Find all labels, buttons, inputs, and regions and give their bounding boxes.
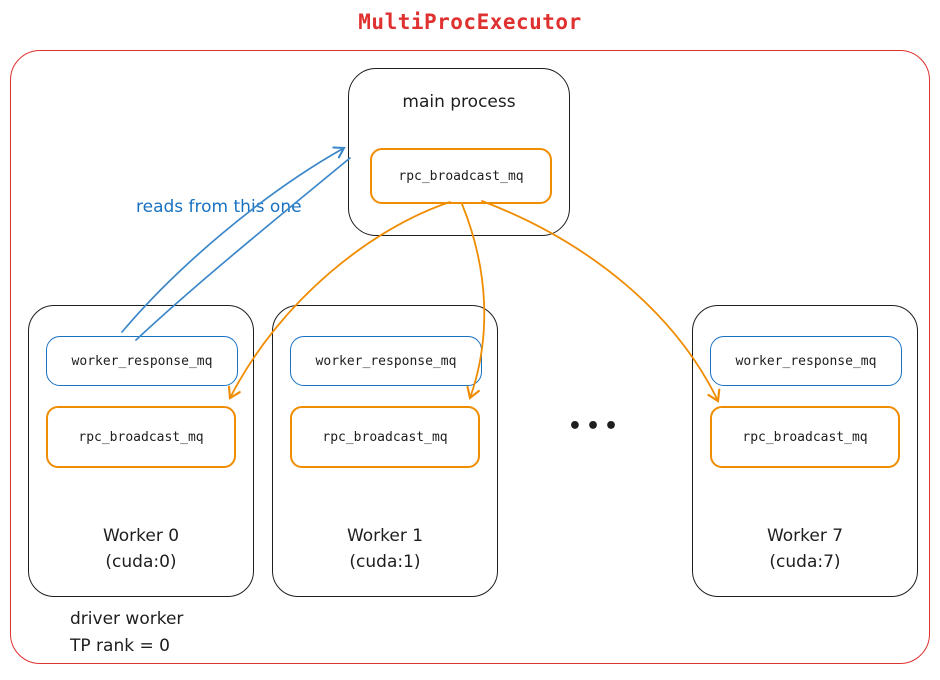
worker7-response-queue: worker_response_mq [710,336,902,386]
driver-worker-note-line1: driver worker [70,609,184,629]
page-title: MultiProcExecutor [358,10,582,34]
worker0-broadcast-queue: rpc_broadcast_mq [46,406,236,468]
worker0-device: (cuda:0) [105,552,177,572]
main-process-box: main process rpc_broadcast_mq [348,68,570,236]
worker1-broadcast-queue: rpc_broadcast_mq [290,406,480,468]
worker-box-1: worker_response_mq rpc_broadcast_mq Work… [272,305,498,597]
worker0-response-queue: worker_response_mq [46,336,238,386]
driver-worker-note-line2: TP rank = 0 [70,636,170,656]
worker1-response-queue: worker_response_mq [290,336,482,386]
worker-box-7: worker_response_mq rpc_broadcast_mq Work… [692,305,918,597]
worker7-broadcast-queue: rpc_broadcast_mq [710,406,900,468]
driver-worker-note: driver worker TP rank = 0 [70,606,183,660]
worker7-device: (cuda:7) [769,552,841,572]
worker1-name: Worker 1 [346,526,424,546]
diagram-border [10,50,930,664]
main-process-label: main process [402,92,516,112]
main-rpc-broadcast-queue: rpc_broadcast_mq [370,148,552,204]
reads-from-annotation: reads from this one [136,197,302,217]
worker1-device: (cuda:1) [349,552,421,572]
worker7-name: Worker 7 [766,526,844,546]
worker0-name: Worker 0 [102,526,180,546]
worker-box-0: worker_response_mq rpc_broadcast_mq Work… [28,305,254,597]
workers-ellipsis: ••• [567,414,623,439]
